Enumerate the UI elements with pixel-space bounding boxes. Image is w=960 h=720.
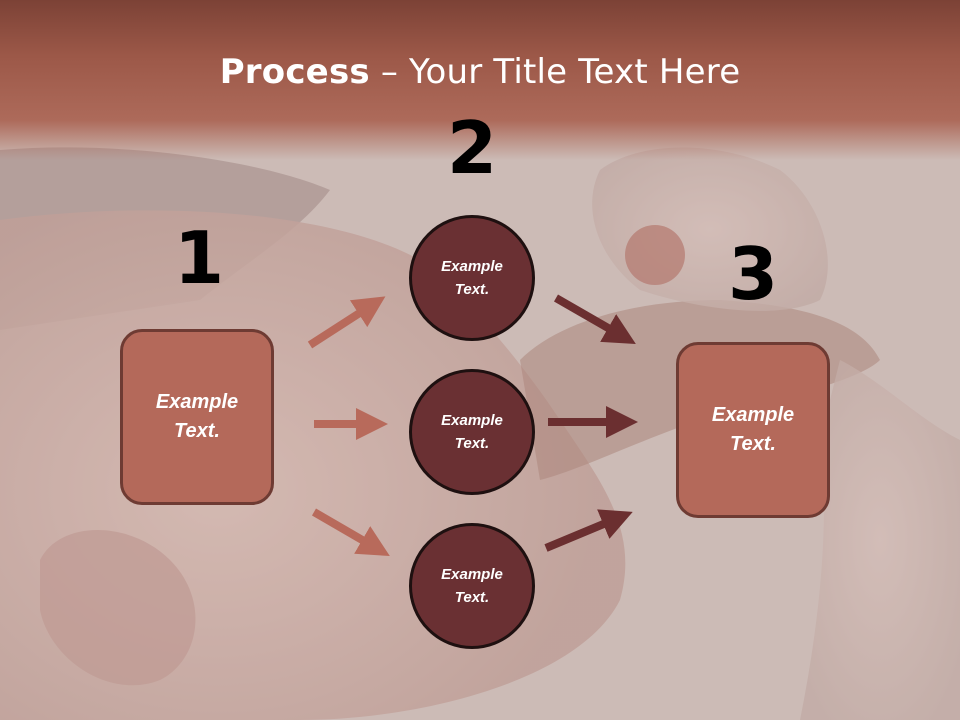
circle-bottom-label: Example Text. [441,566,503,606]
step-1-box: Example Text. [120,329,274,505]
arrow-2c-to-3 [544,509,633,552]
title-bold: Process [219,52,370,92]
step-1-number: 1 [173,216,225,300]
step-2-circle-top: Example Text. [409,215,535,341]
arrow-1-to-2c [311,508,390,557]
arrow-2a-to-3 [554,294,636,344]
arrow-1-to-2a [307,296,386,349]
step-3-box: Example Text. [676,342,830,518]
slide-title: Process – Your Title Text Here [0,52,960,92]
circle-middle-label: Example Text. [441,412,503,452]
step-2-circle-middle: Example Text. [409,369,535,495]
step-2-circle-bottom: Example Text. [409,523,535,649]
step-3-label: Example Text. [711,404,795,455]
title-rest: – Your Title Text Here [369,52,741,92]
step-3-number: 3 [727,232,779,316]
step-1-label: Example Text. [155,391,239,442]
step-2-number: 2 [446,106,498,190]
circle-top-label: Example Text. [441,258,503,298]
title-band [0,0,960,160]
